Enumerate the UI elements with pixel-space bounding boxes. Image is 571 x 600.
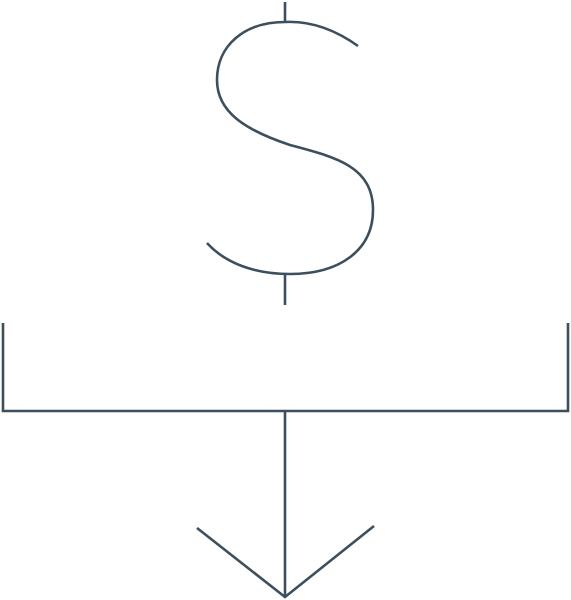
arrow-head — [196, 524, 375, 599]
dollar-sign-icon — [206, 2, 375, 305]
dollar-s-curve — [206, 20, 375, 276]
tray-outline — [1, 323, 570, 413]
down-arrow-icon — [196, 411, 375, 599]
tray-icon — [1, 323, 570, 413]
